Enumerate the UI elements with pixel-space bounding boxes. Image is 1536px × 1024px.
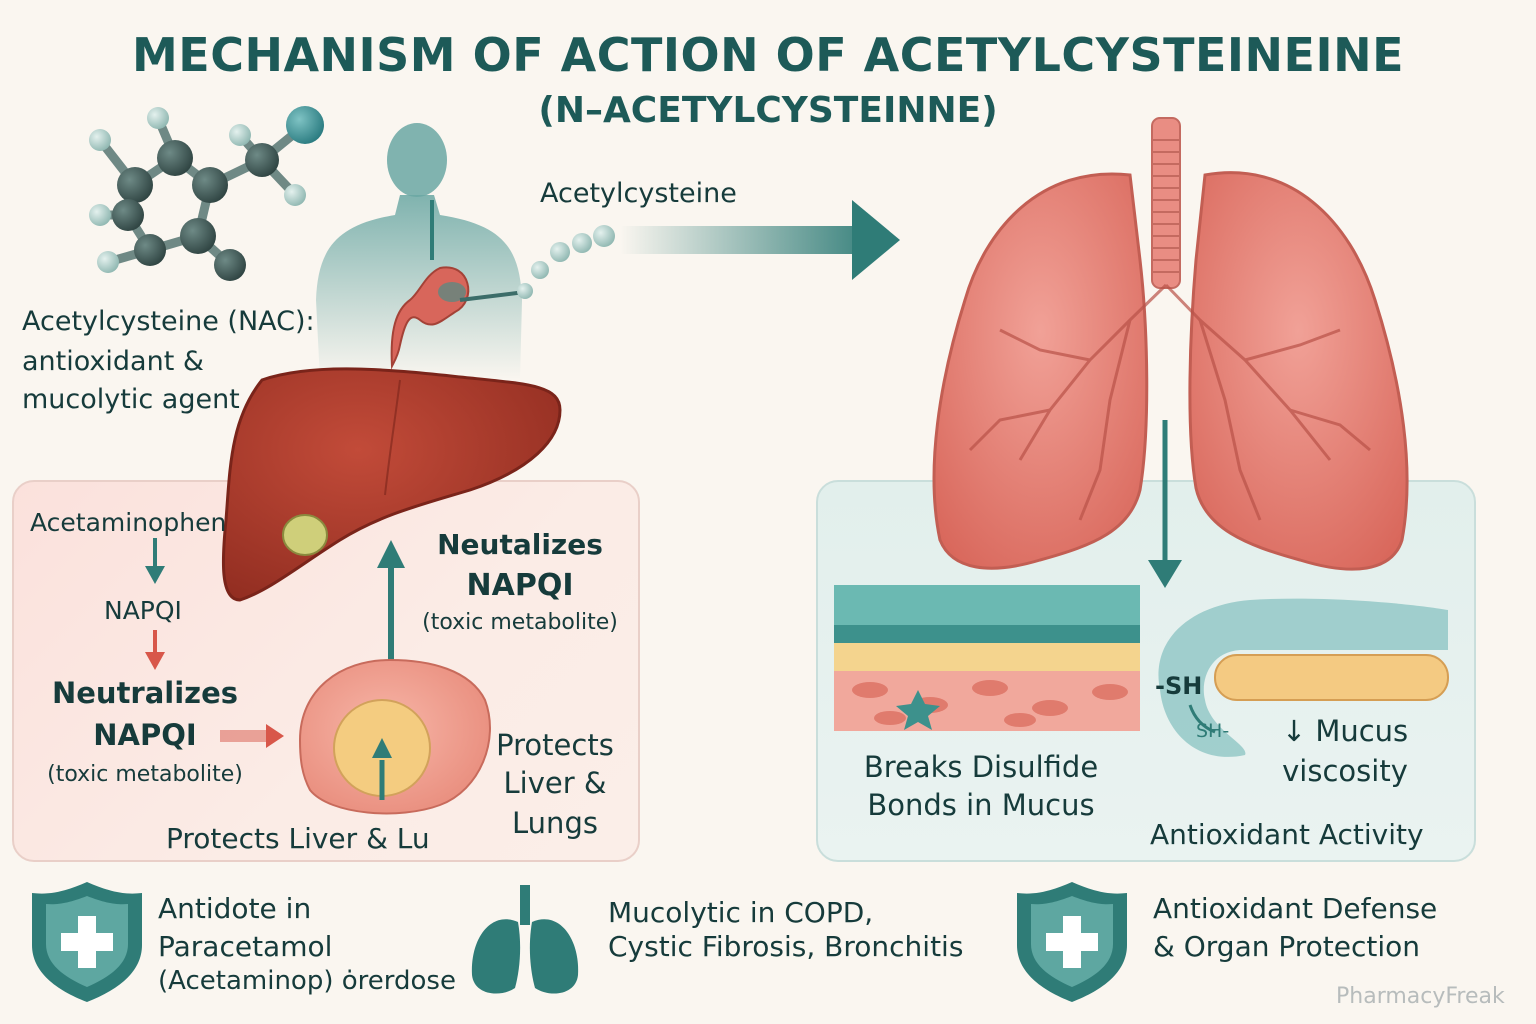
mucus-viscosity-line-1: ↓ Mucus [1281,714,1409,748]
step-napqi: NAPQI [104,596,182,625]
stomach-icon [390,200,526,370]
step-neutralizes-napqi: NAPQI [93,718,197,752]
upper-napqi: NAPQI [466,568,574,603]
use-1-line-3: (Acetaminop) ȯrerdose [158,966,456,996]
liver-flow-arrows [145,538,405,748]
page-title: MECHANISM OF ACTION OF ACETYLCYSTEINEINE [132,28,1404,82]
mucus-viscosity-line-2: viscosity [1282,754,1408,788]
flow-arrow-to-lungs [620,200,900,280]
protects-line-2: Liver & [503,766,607,800]
intro-line-1: Acetylcysteine (NAC): [22,306,315,337]
page-subtitle: (N–ACETYLCYSTEINNE) [538,90,998,131]
use-3-line-2: & Organ Protection [1153,930,1421,963]
breaks-disulfide-line-2: Bonds in Mucus [867,788,1095,822]
upper-toxic-metabolite: (toxic metabolite) [422,610,618,635]
liver-cell-illustration [298,658,491,815]
upper-neutalizes: Neutalizes [437,528,603,561]
intro-line-3: mucolytic agent [22,384,240,415]
protects-line-3: Lungs [512,806,598,840]
use-1-line-1: Antidote in [158,892,312,925]
breaks-disulfide-line-1: Breaks Disulfide [863,750,1099,784]
lungs-illustration [932,117,1409,588]
flow-label: Acetylcysteine [540,178,737,209]
human-silhouette-icon [316,123,522,380]
sh-label-2: SH- [1196,720,1230,742]
sh-label: -SH [1155,672,1203,700]
intro-line-2: antioxidant & [22,346,204,377]
watermark: PharmacyFreak [1336,984,1505,1009]
shield-cross-icon [32,882,142,1002]
nac-particle-trail [517,225,615,299]
airway-tissue-illustration [834,585,1140,731]
step-acetaminophen: Acetaminophen [30,508,227,537]
mucus-breakdown-illustration [1158,598,1449,757]
antioxidant-activity-label: Antioxidant Activity [1150,818,1424,851]
molecule-icon [89,106,324,281]
protects-line-1: Protects [496,728,614,762]
use-2-line-2: Cystic Fibrosis, Bronchitis [608,930,964,963]
use-1-line-2: Paracetamol [158,930,333,963]
protects-liver-caption: Protects Liver & Lu [166,822,430,855]
use-3-line-1: Antioxidant Defense [1153,892,1438,925]
use-2-line-1: Mucolytic in COPD, [608,896,874,929]
liver-illustration [221,367,562,602]
lungs-icon [471,885,579,994]
shield-cross-icon-2 [1017,882,1127,1002]
step-toxic-metabolite: (toxic metabolite) [47,762,243,787]
step-neutralizes: Neutralizes [51,676,238,710]
